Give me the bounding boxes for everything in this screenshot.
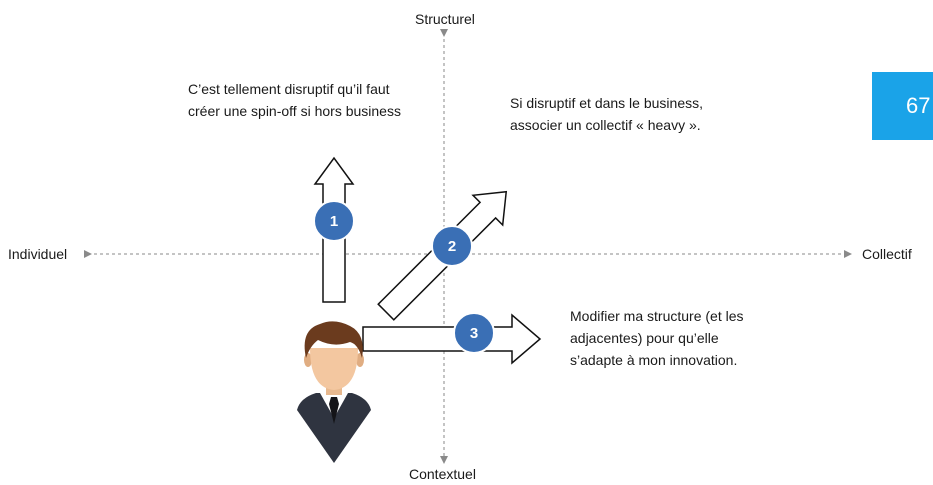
marker-3: 3 — [453, 312, 495, 354]
axis-label-right: Collectif — [862, 246, 912, 262]
marker-1-label: 1 — [330, 213, 338, 230]
quadrant-text-bottom-right: Modifier ma structure (et les adjacentes… — [570, 308, 744, 368]
quadrant-text-top-right: Si disruptif et dans le business, associ… — [510, 95, 703, 133]
marker-1: 1 — [313, 200, 355, 242]
quadrant-text-top-left: C’est tellement disruptif qu’il faut cré… — [188, 81, 401, 119]
axis-label-top: Structurel — [415, 11, 475, 27]
marker-2: 2 — [431, 225, 473, 267]
marker-3-label: 3 — [470, 325, 478, 342]
arrow-right — [362, 313, 542, 365]
marker-2-label: 2 — [448, 238, 456, 255]
axis-label-left: Individuel — [8, 246, 68, 262]
axis-label-bottom: Contextuel — [409, 466, 476, 482]
page-number-badge: 67 — [872, 72, 933, 140]
businessman-icon — [297, 321, 371, 463]
